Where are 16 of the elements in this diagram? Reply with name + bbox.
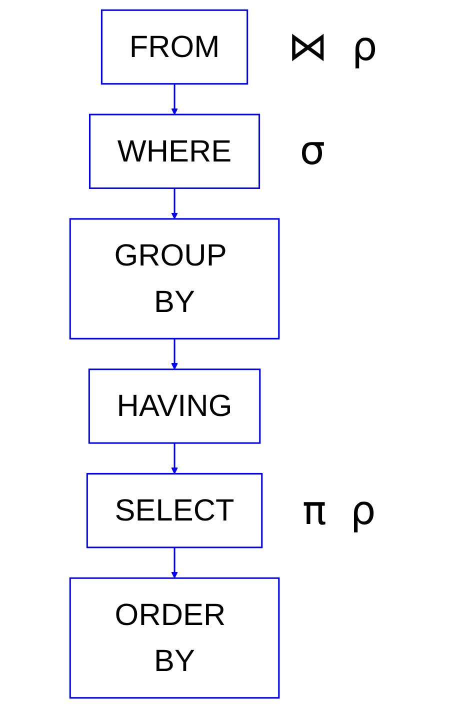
arrow	[172, 547, 178, 578]
arrow	[172, 188, 178, 220]
operator-symbol: ρ	[352, 24, 378, 70]
arrow	[172, 84, 178, 115]
operator-symbol: ⋈	[288, 24, 328, 70]
process-box: HAVING	[88, 368, 262, 444]
operator-symbol: σ	[300, 128, 326, 174]
arrow	[172, 338, 178, 370]
process-box: WHERE	[89, 114, 261, 189]
process-box: SELECT	[86, 472, 264, 548]
operator-symbol: ρ	[350, 488, 376, 534]
process-box: FROM	[101, 9, 249, 85]
arrow	[172, 443, 178, 474]
operator-symbol: π	[302, 488, 326, 534]
process-box: GROUP BY	[70, 218, 280, 340]
process-box: ORDER BY	[70, 577, 280, 699]
